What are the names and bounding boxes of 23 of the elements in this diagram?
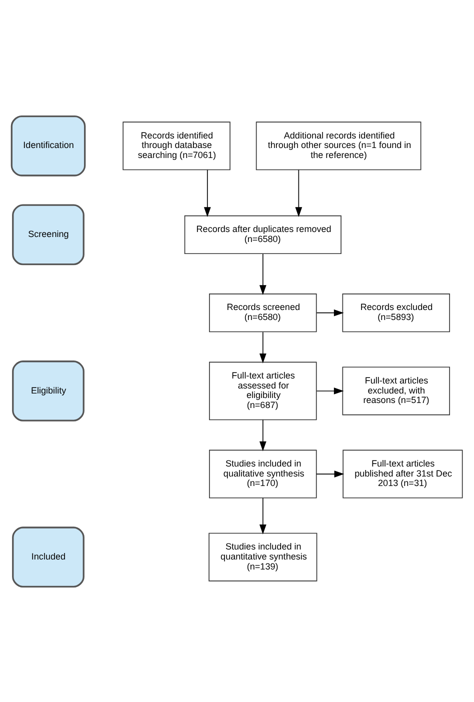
node-box: Studies included in quantitative synthesis (n=139) bbox=[208, 532, 318, 581]
node-box: Additional records identified through other sources (n=1 found in the reference) bbox=[256, 121, 422, 170]
arrow bbox=[259, 253, 266, 294]
node-box: Records screened (n=6580) bbox=[209, 293, 317, 332]
node-box: Full-text articles assessed for eligibility (n=687) bbox=[209, 361, 317, 420]
node-box: Full-text articles published after 31st Dec 2013 (n=31) bbox=[342, 449, 463, 498]
arrow bbox=[316, 387, 344, 394]
node-box: Studies included in qualitative synthesis (n=170) bbox=[209, 449, 317, 498]
node-box: Records after duplicates removed (n=6580) bbox=[184, 214, 342, 254]
arrow bbox=[295, 169, 302, 216]
node-box: Eligibility bbox=[12, 360, 84, 421]
node-box: Identification bbox=[10, 114, 86, 176]
arrow bbox=[316, 470, 344, 477]
node-box: Screening bbox=[12, 204, 84, 265]
arrow bbox=[259, 497, 266, 534]
arrow bbox=[259, 331, 266, 363]
node-box: Included bbox=[12, 526, 84, 588]
node-box: Records excluded (n=5893) bbox=[342, 293, 450, 332]
arrow bbox=[316, 308, 344, 316]
node-box: Records identified through database searching (n=7061) bbox=[122, 121, 230, 170]
arrow bbox=[259, 418, 266, 451]
node-box: Full-text articles excluded, with reasons (n=517) bbox=[342, 366, 450, 415]
arrow bbox=[204, 169, 211, 216]
